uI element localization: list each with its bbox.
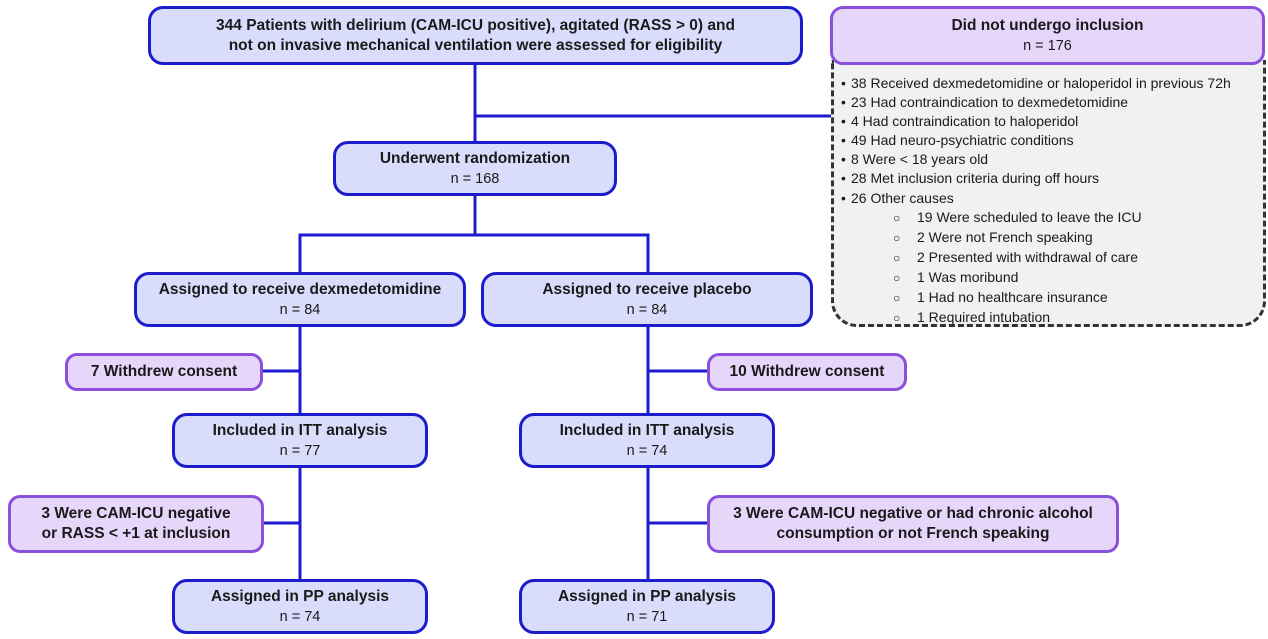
- reason-item: •23 Had contraindication to dexmedetomid…: [841, 94, 1129, 111]
- reason-item: •49 Had neuro-psychiatric conditions: [841, 132, 1074, 149]
- placebo-itt-box: Included in ITT analysis n = 74: [519, 413, 775, 468]
- randomization-count: n = 168: [450, 170, 500, 187]
- dex-pp-count: n = 74: [279, 608, 321, 625]
- placebo-excluded-box: 3 Were CAM-ICU negative or had chronic a…: [707, 495, 1119, 553]
- dex-itt-count: n = 77: [279, 442, 321, 459]
- reason-item: •28 Met inclusion criteria during off ho…: [841, 170, 1099, 187]
- dex-excluded-line-2: or RASS < +1 at inclusion: [41, 525, 231, 542]
- reason-item: •26 Other causes: [841, 189, 954, 206]
- placebo-withdrew-box: 10 Withdrew consent: [707, 353, 907, 391]
- reason-item: •8 Were < 18 years old: [841, 151, 989, 168]
- dex-excluded-line-1: 3 Were CAM-ICU negative: [41, 505, 231, 522]
- reason-item: •38 Received dexmedetomidine or haloperi…: [841, 75, 1231, 91]
- dex-withdrew-box: 7 Withdrew consent: [65, 353, 263, 391]
- placebo-pp-box: Assigned in PP analysis n = 71: [519, 579, 775, 634]
- placebo-assigned-title: Assigned to receive placebo: [542, 280, 752, 298]
- randomization-title: Underwent randomization: [379, 149, 571, 167]
- placebo-excluded-line-2: consumption or not French speaking: [776, 525, 1050, 542]
- exclusion-reasons-list: •38 Received dexmedetomidine or haloperi…: [841, 74, 1266, 328]
- randomization-box: Underwent randomization n = 168: [333, 141, 617, 196]
- not-included-box: Did not undergo inclusion n = 176: [830, 6, 1265, 65]
- other-cause-item: ○1 Was moribund: [893, 268, 1019, 285]
- dex-assigned-box: Assigned to receive dexmedetomidine n = …: [134, 272, 466, 327]
- dex-pp-box: Assigned in PP analysis n = 74: [172, 579, 428, 634]
- reason-item: •4 Had contraindication to haloperidol: [841, 113, 1079, 130]
- placebo-itt-title: Included in ITT analysis: [559, 421, 735, 439]
- placebo-withdrew-label: 10 Withdrew consent: [729, 363, 885, 380]
- dex-itt-box: Included in ITT analysis n = 77: [172, 413, 428, 468]
- dex-excluded-box: 3 Were CAM-ICU negative or RASS < +1 at …: [8, 495, 264, 553]
- dex-assigned-count: n = 84: [279, 301, 321, 318]
- other-cause-item: ○2 Were not French speaking: [893, 228, 1093, 245]
- placebo-pp-count: n = 71: [626, 608, 668, 625]
- dex-itt-title: Included in ITT analysis: [212, 421, 388, 439]
- not-included-title: Did not undergo inclusion: [951, 16, 1144, 34]
- placebo-excluded-line-1: 3 Were CAM-ICU negative or had chronic a…: [733, 505, 1093, 522]
- not-included-count: n = 176: [1023, 37, 1072, 54]
- placebo-itt-count: n = 74: [626, 442, 668, 459]
- other-cause-item: ○19 Were scheduled to leave the ICU: [893, 208, 1142, 225]
- dex-assigned-title: Assigned to receive dexmedetomidine: [158, 280, 442, 298]
- assessed-box: 344 Patients with delirium (CAM-ICU posi…: [148, 6, 803, 65]
- placebo-pp-title: Assigned in PP analysis: [557, 587, 737, 605]
- assessed-line-1: 344 Patients with delirium (CAM-ICU posi…: [216, 16, 735, 34]
- other-cause-item: ○1 Required intubation: [893, 309, 1051, 326]
- placebo-assigned-box: Assigned to receive placebo n = 84: [481, 272, 813, 327]
- other-cause-item: ○1 Had no healthcare insurance: [893, 289, 1108, 306]
- dex-withdrew-label: 7 Withdrew consent: [90, 363, 238, 380]
- dex-pp-title: Assigned in PP analysis: [210, 587, 390, 605]
- other-cause-item: ○2 Presented with withdrawal of care: [893, 248, 1138, 265]
- placebo-assigned-count: n = 84: [626, 301, 668, 318]
- assessed-line-2: not on invasive mechanical ventilation w…: [228, 36, 723, 54]
- exclusion-reasons-panel: [831, 60, 1266, 327]
